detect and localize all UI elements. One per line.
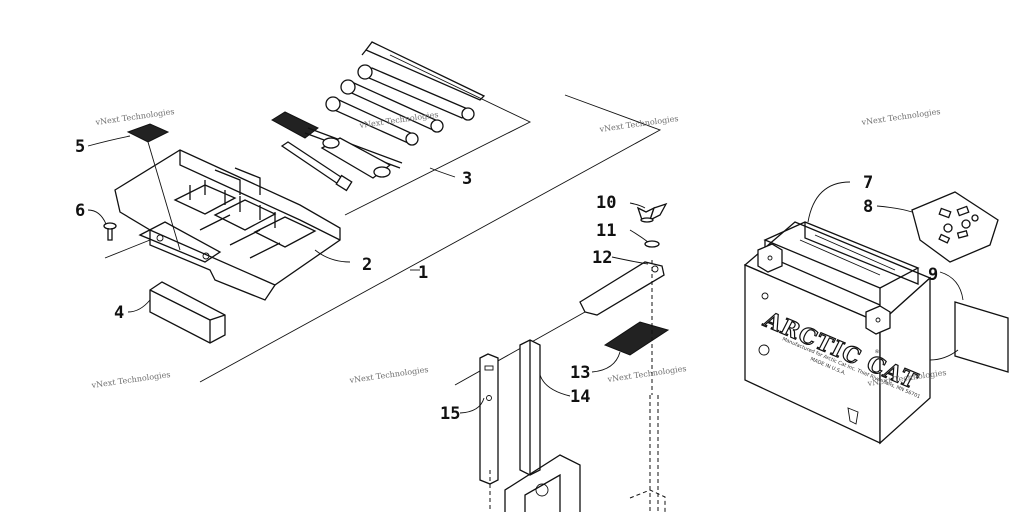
callout-3: 3 bbox=[462, 169, 472, 189]
watermark-text: vNext Technologies bbox=[348, 365, 429, 385]
watermark-text: vNext Technologies bbox=[90, 370, 171, 390]
wing-nut bbox=[636, 202, 668, 223]
callout-8: 8 bbox=[863, 197, 873, 217]
wrench-icon bbox=[357, 64, 475, 121]
callout-13: 13 bbox=[570, 363, 590, 383]
tool-tray bbox=[104, 149, 341, 301]
callout-15: 15 bbox=[440, 404, 460, 424]
watermark-text: vNext Technologies bbox=[860, 107, 941, 127]
rubber-strap bbox=[519, 339, 541, 476]
decal bbox=[126, 123, 181, 251]
watermark-text: vNext Technologies bbox=[606, 364, 687, 384]
callout-5: 5 bbox=[75, 137, 85, 157]
battery: ARCTIC CAT ® Manufactured for Arctic Cat… bbox=[743, 221, 932, 445]
callout-10: 10 bbox=[596, 193, 616, 213]
screw bbox=[103, 222, 117, 241]
toolkit-frame bbox=[199, 54, 662, 383]
bracket-assembly bbox=[454, 202, 670, 512]
callout-4: 4 bbox=[114, 303, 124, 323]
callout-numbers: 1 2 3 4 5 6 7 8 9 10 11 12 13 14 15 bbox=[75, 137, 938, 424]
tool-set bbox=[271, 41, 486, 192]
watermark-text: vNext Technologies bbox=[94, 107, 175, 127]
wrench-icon bbox=[340, 79, 444, 133]
terminal-negative bbox=[757, 243, 783, 273]
callout-14: 14 bbox=[570, 387, 590, 407]
callout-2: 2 bbox=[362, 255, 372, 275]
warning-label bbox=[954, 301, 1009, 373]
socket-wrench-icon bbox=[320, 137, 392, 179]
callout-12: 12 bbox=[592, 248, 612, 268]
terminal-positive bbox=[865, 305, 891, 335]
extension-bar-icon bbox=[280, 141, 353, 192]
callout-7: 7 bbox=[863, 173, 873, 193]
leader-lines bbox=[87, 135, 964, 414]
callout-11: 11 bbox=[596, 221, 616, 241]
callout-1: 1 bbox=[418, 263, 428, 283]
watermark-text: vNext Technologies bbox=[598, 114, 679, 134]
washer bbox=[644, 240, 660, 248]
rubber-pad bbox=[603, 321, 670, 356]
battery-reg-mark: ® bbox=[873, 347, 880, 355]
bin-icon bbox=[847, 407, 859, 425]
callout-6: 6 bbox=[75, 201, 85, 221]
hardware-bag bbox=[911, 191, 999, 263]
foam-block bbox=[149, 281, 226, 344]
hold-down-rod bbox=[479, 353, 499, 485]
hold-down-strap bbox=[579, 261, 665, 316]
wrench-icon bbox=[325, 96, 419, 146]
callout-9: 9 bbox=[928, 265, 938, 285]
recycle-icon bbox=[758, 344, 770, 356]
